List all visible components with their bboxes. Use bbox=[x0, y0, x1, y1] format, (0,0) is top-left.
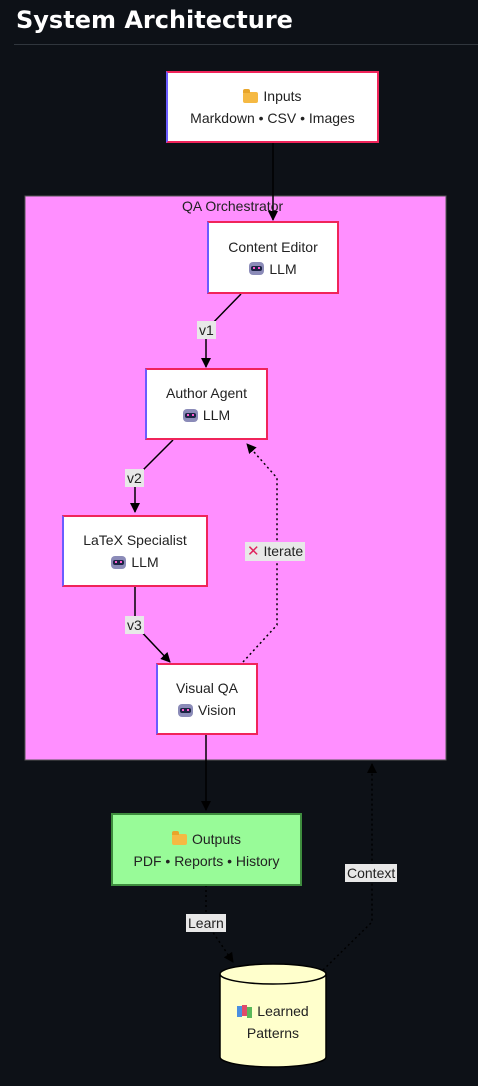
latex-specialist-subtitle: LLM bbox=[131, 554, 159, 570]
visual-qa-title: Visual QA bbox=[176, 680, 238, 696]
edge-label-learn: Learn bbox=[186, 914, 226, 932]
author-agent-node: Author Agent LLM bbox=[145, 368, 268, 440]
inputs-title: Inputs bbox=[263, 88, 302, 104]
folder-icon bbox=[243, 88, 259, 103]
learned-patterns-cylinder bbox=[219, 963, 327, 1068]
learned-patterns-line2: Patterns bbox=[246, 1025, 300, 1041]
folder-icon bbox=[171, 831, 187, 845]
outputs-node: Outputs PDF • Reports • History bbox=[111, 813, 302, 886]
edge-label-iterate: ✕ Iterate bbox=[245, 542, 306, 561]
learned-patterns-label: Learned Patterns bbox=[222, 1000, 324, 1044]
robot-icon bbox=[111, 555, 127, 569]
content-editor-title: Content Editor bbox=[228, 238, 318, 255]
latex-specialist-node: LaTeX Specialist LLM bbox=[62, 515, 208, 587]
content-editor-subtitle: LLM bbox=[269, 260, 297, 277]
title-divider bbox=[14, 44, 478, 45]
books-icon bbox=[237, 1005, 252, 1017]
page-title: System Architecture bbox=[16, 6, 293, 34]
inputs-node: Inputs Markdown • CSV • Images bbox=[166, 71, 379, 143]
content-editor-node: Content Editor LLM bbox=[207, 221, 339, 294]
robot-icon bbox=[249, 262, 265, 275]
edge-visualqa-to-author bbox=[242, 443, 278, 663]
learned-patterns-line1: Learned bbox=[257, 1003, 309, 1019]
visual-qa-subtitle: Vision bbox=[198, 702, 236, 718]
robot-icon bbox=[178, 703, 194, 717]
visual-qa-node: Visual QA Vision bbox=[156, 663, 258, 735]
cross-icon: ✕ bbox=[247, 543, 260, 560]
outputs-subtitle: PDF • Reports • History bbox=[133, 852, 280, 869]
latex-specialist-title: LaTeX Specialist bbox=[83, 532, 187, 548]
edge-label-iterate-text: Iterate bbox=[263, 543, 304, 559]
author-agent-subtitle: LLM bbox=[202, 407, 231, 423]
edge-label-v3: v3 bbox=[125, 616, 144, 634]
group-title: QA Orchestrator bbox=[182, 198, 284, 214]
edge-label-v2: v2 bbox=[125, 469, 144, 487]
inputs-subtitle: Markdown • CSV • Images bbox=[190, 110, 355, 126]
author-agent-title: Author Agent bbox=[166, 385, 247, 401]
robot-icon bbox=[182, 408, 198, 422]
outputs-title: Outputs bbox=[191, 830, 242, 847]
edge-label-context: Context bbox=[345, 864, 398, 882]
edge-label-v1: v1 bbox=[197, 321, 216, 339]
